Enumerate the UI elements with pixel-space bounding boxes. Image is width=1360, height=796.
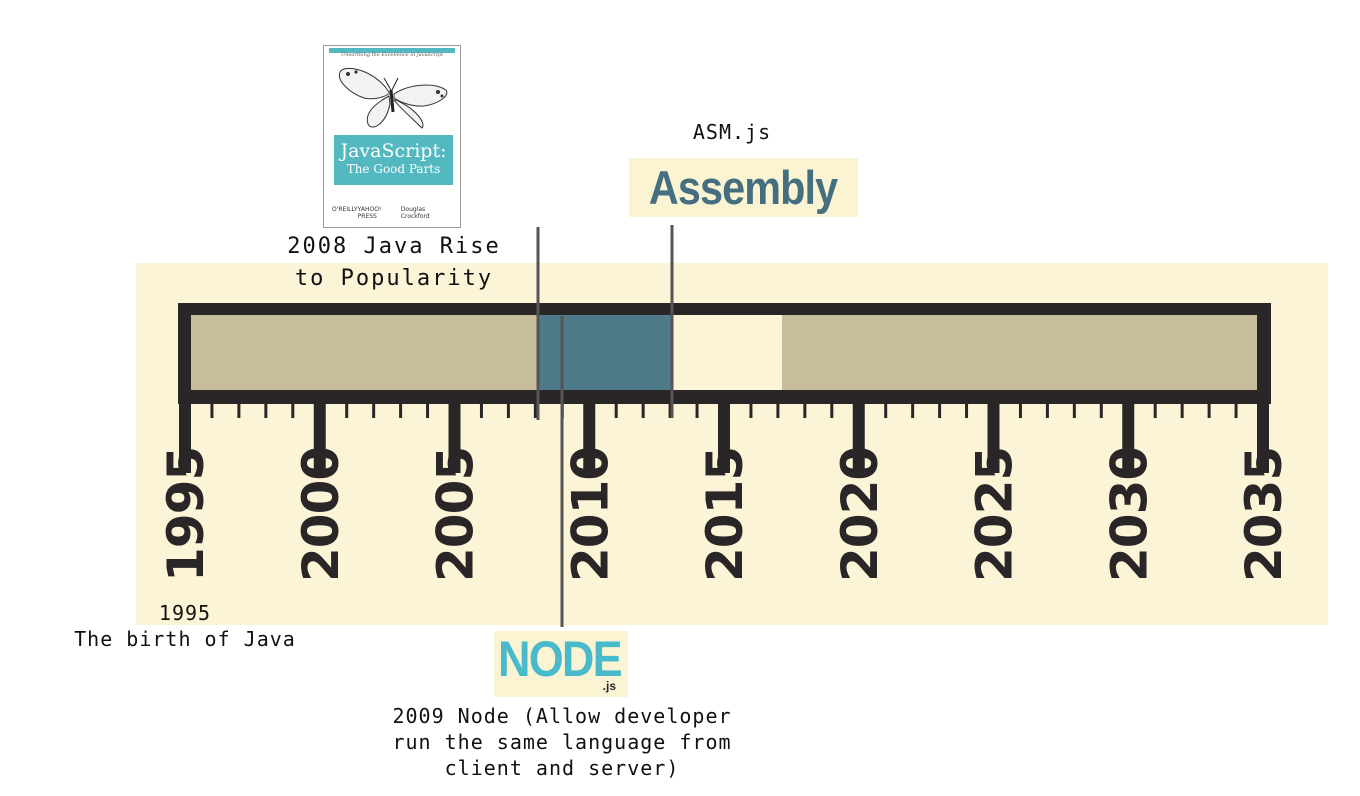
minor-tick (884, 400, 888, 418)
major-tick (1257, 395, 1269, 473)
minor-tick (614, 400, 618, 418)
year-label-2015: 2015 (696, 447, 754, 582)
minor-tick (533, 400, 537, 418)
book-top-bar (329, 48, 455, 53)
assembly-logo: Assembly (629, 158, 858, 217)
book-tagline: Unearthing the Excellence in JavaScript (341, 52, 443, 58)
major-tick (852, 395, 865, 473)
minor-tick (210, 400, 214, 418)
minor-tick (237, 400, 241, 418)
book-publisher-row: O'REILLY YAHOO! PRESS Douglas Crockford (332, 206, 454, 220)
minor-tick (1018, 400, 1022, 418)
highlight-era-blue (537, 315, 672, 390)
minor-tick (1234, 400, 1238, 418)
book-title-line2: The Good Parts (346, 162, 441, 176)
year-label-2010: 2010 (561, 447, 619, 582)
minor-tick (479, 400, 483, 418)
java-birth-text: The birth of Java (74, 627, 296, 651)
minor-tick (776, 400, 780, 418)
minor-tick (1153, 400, 1157, 418)
tick-marks (179, 395, 1269, 473)
minor-tick (1099, 400, 1103, 418)
minor-tick (264, 400, 268, 418)
book-partner: YAHOO! PRESS (357, 206, 382, 220)
nodejs-logo: NODE .js (494, 631, 628, 697)
node-caption-line1: 2009 Node (Allow developer (392, 704, 732, 728)
node-caption: 2009 Node (Allow developer run the same … (362, 703, 762, 781)
minor-tick (1207, 400, 1211, 418)
minor-tick (372, 400, 376, 418)
minor-tick (1072, 400, 1076, 418)
year-labels: 1995 2000 2005 2010 2015 2020 2025 2030 2035 (157, 447, 1293, 582)
java-rise-caption: 2008 Java Rise to Popularity (272, 231, 516, 295)
year-label-2005: 2005 (427, 447, 485, 582)
book-publisher: O'REILLY (332, 206, 358, 213)
assembly-logo-text: Assembly (649, 161, 838, 214)
major-tick (448, 395, 461, 473)
minor-tick (749, 400, 753, 418)
minor-tick (830, 400, 834, 418)
node-caption-line2: run the same language from (392, 730, 732, 754)
year-label-2000: 2000 (292, 447, 350, 582)
node-caption-line3: client and server) (444, 756, 680, 780)
major-tick (179, 395, 191, 473)
minor-tick (345, 400, 349, 418)
minor-tick (291, 400, 295, 418)
minor-tick (938, 400, 942, 418)
major-tick (313, 395, 326, 473)
highlight-era-cream (672, 315, 782, 390)
java-birth-caption: 1995 The birth of Java (60, 600, 310, 652)
minor-tick (911, 400, 915, 418)
java-rise-line1: 2008 Java Rise (287, 234, 501, 259)
major-tick (583, 395, 596, 473)
minor-tick (1045, 400, 1049, 418)
major-tick (1122, 395, 1135, 473)
year-label-2030: 2030 (1100, 447, 1158, 582)
major-tick (718, 395, 730, 473)
year-label-2035: 2035 (1235, 447, 1293, 582)
book-title-line1: JavaScript: (340, 140, 447, 162)
butterfly-icon (338, 68, 448, 129)
minor-tick (641, 400, 645, 418)
minor-tick (668, 400, 672, 418)
asm-js-label: ASM.js (692, 120, 772, 144)
year-label-2025: 2025 (966, 447, 1024, 582)
minor-tick (965, 400, 969, 418)
java-birth-year: 1995 (158, 601, 212, 625)
minor-tick (506, 400, 510, 418)
major-tick (987, 395, 1000, 473)
nodejs-logo-suffix: .js (602, 679, 616, 693)
year-label-1995: 1995 (157, 447, 215, 582)
minor-tick (399, 400, 403, 418)
minor-tick (803, 400, 807, 418)
java-rise-line2: to Popularity (294, 266, 494, 291)
minor-tick (1180, 400, 1184, 418)
javascript-good-parts-book-cover: Unearthing the Excellence in JavaScript … (323, 45, 461, 228)
minor-tick (695, 400, 699, 418)
minor-tick (426, 400, 430, 418)
nodejs-logo-text: NODE (498, 631, 623, 687)
book-title-box: JavaScript: The Good Parts (334, 135, 453, 185)
year-label-2020: 2020 (831, 447, 889, 582)
book-author: Douglas Crockford (400, 206, 430, 220)
